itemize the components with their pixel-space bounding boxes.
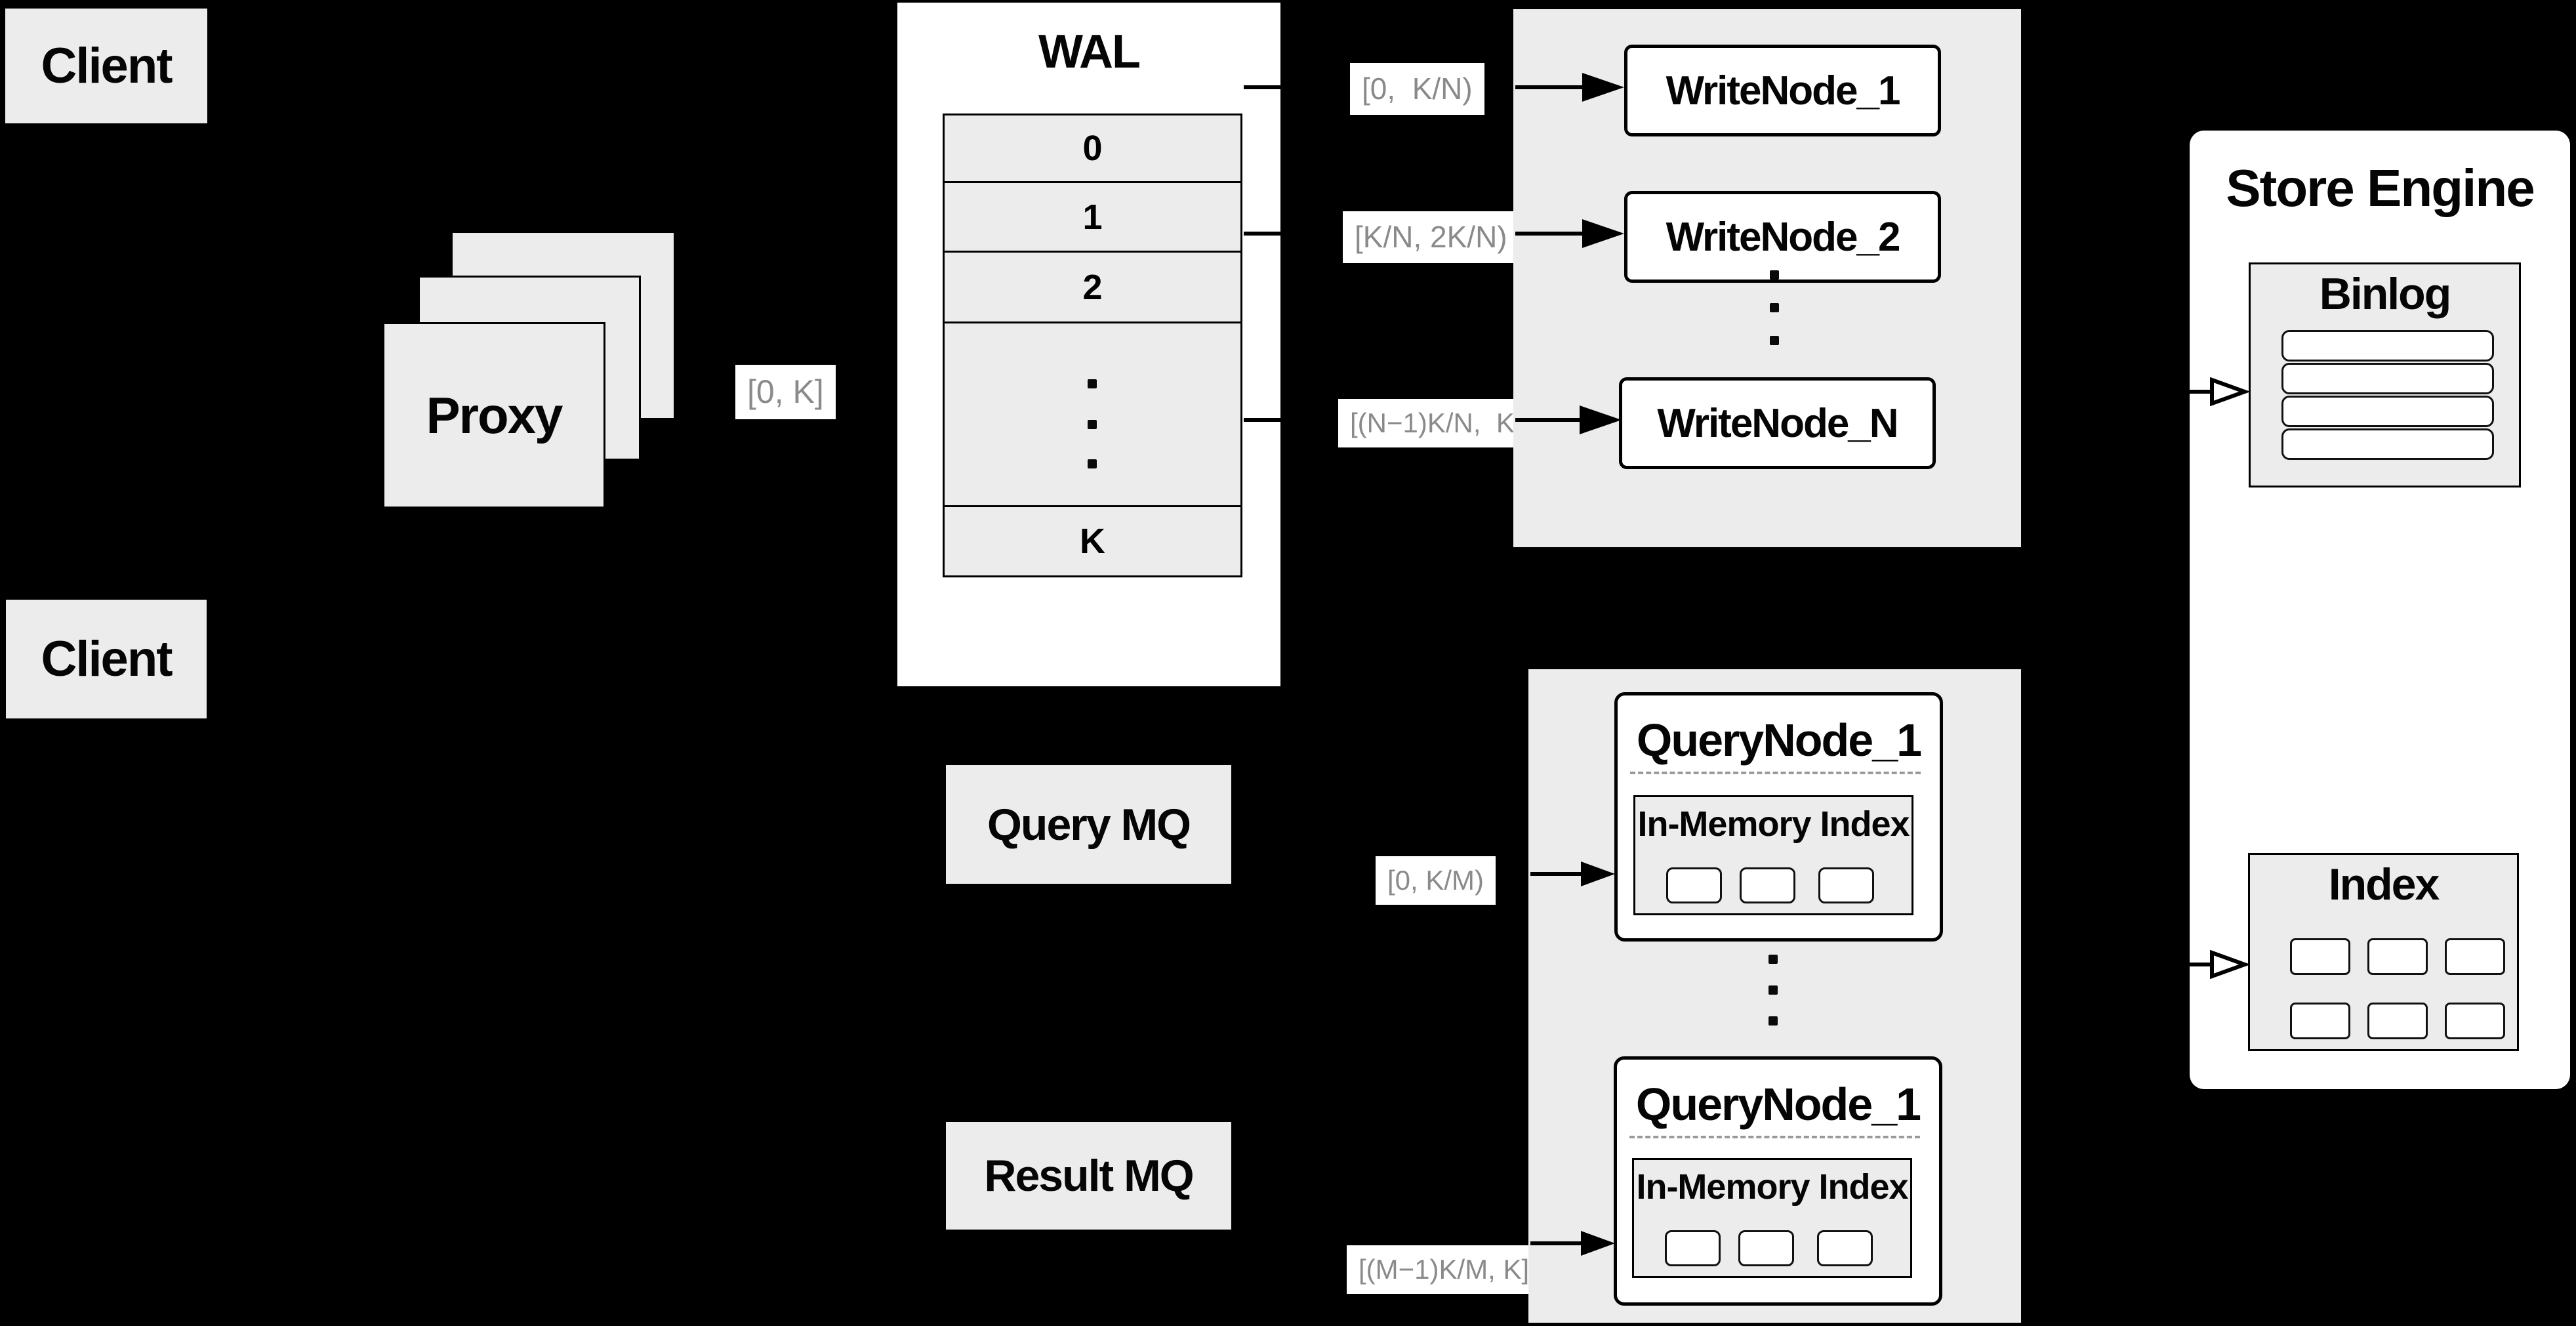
arrow-to-write-node-2	[1515, 232, 1584, 236]
arrow-head-write-node-n	[1580, 405, 1624, 434]
binlog-title: Binlog	[2319, 269, 2452, 319]
write-node-1: WriteNode_1	[1624, 45, 1941, 136]
wal-out-connector	[1244, 85, 1280, 89]
arrow-head-write-node-1	[1582, 73, 1626, 102]
write-node-2-label: WriteNode_2	[1666, 214, 1901, 260]
wal-row-0: 0	[943, 114, 1242, 183]
index-cell	[2290, 938, 2350, 975]
arrow-to-write-node-1	[1515, 85, 1584, 89]
binlog-row	[2281, 363, 2494, 394]
wal-row-ellipsis	[943, 321, 1242, 507]
query-mq-box: Query MQ	[946, 765, 1231, 884]
query-node-ellipsis-dot	[1768, 985, 1778, 995]
wal-row-1: 1	[943, 181, 1242, 253]
in-memory-cell	[1665, 1230, 1721, 1266]
proxy-card-front: Proxy	[384, 322, 605, 508]
in-memory-cell	[1666, 867, 1722, 903]
in-memory-cell	[1817, 1230, 1873, 1266]
write-node-n-label: WriteNode_N	[1657, 400, 1898, 446]
wal-row-1-label: 1	[1082, 197, 1103, 237]
arrow-head-binlog	[2210, 377, 2249, 406]
wal-row-k-label: K	[1080, 522, 1105, 561]
write-node-ellipsis-dot	[1770, 336, 1779, 345]
wal-row-0-label: 0	[1082, 129, 1103, 168]
range-label-query-m: [(M−1)K/M, K]	[1347, 1245, 1542, 1295]
client-top-box: Client	[5, 9, 207, 123]
in-memory-cell	[1818, 867, 1874, 903]
in-memory-index-bottom-title: In-Memory Index	[1636, 1167, 1908, 1207]
write-node-n: WriteNode_N	[1619, 377, 1936, 469]
binlog-row	[2281, 428, 2494, 460]
arrow-to-query-node-top	[1530, 872, 1584, 876]
wal-row-k: K	[943, 505, 1242, 577]
query-node-ellipsis-dot	[1768, 955, 1778, 964]
client-top-label: Client	[41, 38, 173, 94]
binlog-row	[2281, 330, 2494, 362]
arrow-to-index	[2190, 963, 2215, 966]
arrow-head-query-node-bottom	[1581, 1231, 1617, 1256]
in-memory-index-top-title: In-Memory Index	[1637, 804, 1910, 844]
write-node-2: WriteNode_2	[1624, 191, 1941, 283]
proxy-label: Proxy	[426, 386, 563, 444]
index-cell	[2367, 938, 2428, 975]
index-cell	[2367, 1003, 2428, 1039]
wal-out-connector	[1244, 418, 1280, 422]
index-cell	[2445, 1003, 2505, 1039]
binlog-row	[2281, 396, 2494, 427]
in-memory-cell	[1740, 867, 1795, 903]
range-label-write-1: [0, K/N)	[1350, 63, 1484, 115]
query-node-top-divider	[1630, 772, 1921, 774]
index-title: Index	[2328, 860, 2440, 909]
in-memory-cell	[1738, 1230, 1794, 1266]
result-mq-label: Result MQ	[984, 1151, 1194, 1201]
arrow-head-query-node-top	[1581, 861, 1617, 886]
result-mq-box: Result MQ	[946, 1122, 1231, 1230]
range-label-write-n: [(N−1)K/N, K]	[1338, 399, 1534, 448]
arrow-head-index	[2210, 950, 2249, 979]
index-cell	[2290, 1003, 2350, 1039]
wal-ellipsis-dot	[1088, 459, 1097, 468]
arrow-to-write-node-n	[1515, 418, 1581, 422]
write-node-ellipsis-dot	[1770, 270, 1779, 280]
wal-title: WAL	[1038, 26, 1141, 78]
wal-out-connector	[1244, 232, 1280, 236]
query-node-bottom-divider	[1629, 1136, 1920, 1138]
range-label-0-k: [0, K]	[735, 365, 836, 419]
client-bottom-box: Client	[6, 600, 207, 718]
arrow-to-binlog	[2190, 390, 2215, 394]
wal-row-2-label: 2	[1082, 267, 1103, 307]
client-bottom-label: Client	[41, 631, 173, 687]
wal-ellipsis-dot	[1088, 420, 1097, 429]
range-label-query-1: [0, K/M)	[1376, 856, 1496, 905]
wal-ellipsis-dot	[1088, 379, 1097, 388]
range-label-write-2: [K/N, 2K/N)	[1343, 211, 1519, 263]
write-node-1-label: WriteNode_1	[1666, 68, 1901, 114]
query-node-bottom-title: QueryNode_1	[1635, 1079, 1921, 1130]
query-node-ellipsis-dot	[1768, 1016, 1778, 1026]
arrow-head-write-node-2	[1582, 219, 1626, 248]
query-mq-label: Query MQ	[987, 799, 1191, 850]
wal-row-2: 2	[943, 251, 1242, 323]
store-engine-title: Store Engine	[2226, 159, 2535, 217]
arrow-to-query-node-bottom	[1530, 1241, 1584, 1245]
query-node-top-title: QueryNode_1	[1636, 715, 1922, 766]
index-cell	[2445, 938, 2505, 975]
write-node-ellipsis-dot	[1770, 303, 1779, 312]
